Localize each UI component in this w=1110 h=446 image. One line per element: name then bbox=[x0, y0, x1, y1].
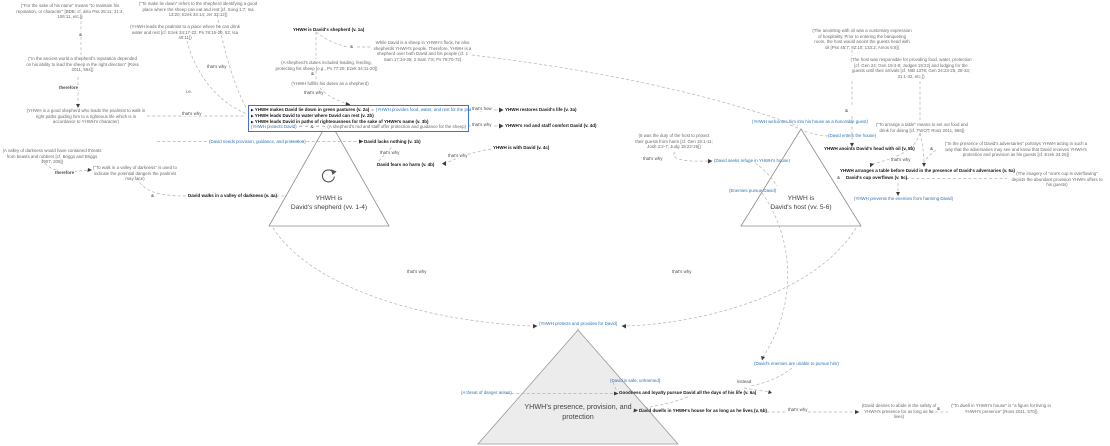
note-shepherd-duties: (A shepherd's duties included leading, f… bbox=[275, 60, 378, 71]
label-amp-2: & bbox=[150, 193, 156, 198]
statement-yhwh-shepherd-1a: YHWH is David's shepherd (v. 1a) bbox=[293, 27, 365, 32]
note-arrange-table: ("To arrange a table" means to set out f… bbox=[876, 122, 968, 133]
statement-fears-no-harm: David fears no harm (v. 4b) bbox=[377, 162, 435, 167]
label-thats-why-11: that's why bbox=[787, 407, 809, 412]
note-host-responsible: (The host was responsible for providing … bbox=[850, 57, 972, 80]
label-amp-3: & bbox=[349, 44, 355, 49]
label-amp-7: & bbox=[836, 175, 842, 180]
statement-yhwh-with-david: YHWH is with David (v. 4c) bbox=[493, 145, 550, 150]
statement-dwells-in-house: David dwells in YHWH's house for as long… bbox=[639, 408, 767, 413]
inference-prevents-enemies[interactable]: (YHWH prevents the enemies from harming … bbox=[854, 196, 954, 201]
statement-restores-life: YHWH restores David's life (v. 3a) bbox=[505, 107, 577, 112]
dash-line bbox=[298, 125, 309, 127]
statement-rod-staff-comfort: YHWH's rod and staff comfort David (v. 4… bbox=[505, 123, 597, 128]
note-valley-threats: (A valley of darkness would have contain… bbox=[2, 148, 102, 165]
theme-label-line2: protection bbox=[562, 412, 594, 422]
statement-paths-of-righteousness: YHWH leads David in paths of righteousne… bbox=[254, 118, 429, 124]
inference-enemies-pursue[interactable]: (Enemies pursue David) bbox=[729, 188, 777, 193]
note-host-duty-protect: (It was the duty of the host to protect … bbox=[635, 133, 713, 150]
note-sheep-and-shepherd: While David is a sheep in YHWH's flock, … bbox=[373, 40, 472, 63]
box-row-protects: (YHWH protects David) & (A shepherd's ro… bbox=[251, 124, 466, 130]
label-amp-4: & bbox=[310, 71, 316, 76]
note-cup-imagery: (The imagery of "one's cup is overflowin… bbox=[1011, 171, 1103, 188]
box-row-green-pastures: ▶ YHWH makes David lie down in green pas… bbox=[251, 107, 482, 113]
inference-yhwh-protects[interactable]: (YHWH protects David) bbox=[251, 124, 297, 130]
note-good-shepherd: (YHWH is a good shepherd who leads the p… bbox=[26, 108, 146, 125]
inference-seeks-refuge[interactable]: (David seeks refuge in YHWH's house) bbox=[714, 158, 790, 163]
statement-david-walks-valley: David walks in a valley of darkness (v. … bbox=[188, 193, 277, 198]
note-make-lie-down: ("To make lie down" refers to the shephe… bbox=[138, 1, 258, 18]
shepherd-label-line2: David's shepherd (vv. 1-4) bbox=[290, 204, 368, 212]
inference-threat-arises[interactable]: (A threat of danger arises) bbox=[461, 390, 512, 395]
shepherd-triangle bbox=[268, 119, 390, 227]
cycle-arrow-icon bbox=[321, 169, 337, 183]
box-row-leads-water: ▶ YHWH leads David to water where David … bbox=[251, 113, 466, 119]
arrow-marker-icon: ▶ bbox=[251, 113, 254, 118]
label-thats-how: that's how bbox=[471, 106, 493, 111]
label-amp-6: & bbox=[929, 146, 935, 151]
statement-makes-lie-down: YHWH makes David lie down in green pastu… bbox=[254, 107, 370, 112]
label-thats-why-4: that's why bbox=[471, 122, 493, 127]
theme-triangle bbox=[477, 329, 679, 445]
label-thats-why-2: that's why bbox=[181, 111, 203, 116]
label-thats-why-9: that's why bbox=[406, 269, 428, 274]
inference-enemies-unable[interactable]: (David's enemies are unable to pursue hi… bbox=[754, 361, 839, 366]
provision-statements-box: ▶ YHWH makes David lie down in green pas… bbox=[248, 105, 482, 133]
note-dwell-figure: ("To dwell in YHWH's house" is "a figure… bbox=[951, 403, 1051, 414]
statement-cup-overflows: David's cup overflows (v. 5c) bbox=[846, 175, 908, 180]
host-triangle-label: YHWH is David's host (vv. 5-6) bbox=[741, 194, 861, 212]
statement-anoints-head: YHWH anoints David's head with oil (v. 5… bbox=[824, 146, 915, 151]
label-therefore-2: therefore bbox=[54, 170, 76, 175]
label-thats-why-5: that's why bbox=[379, 150, 401, 155]
note-anointing-hospitality: (The anointing with oil was a customary … bbox=[812, 28, 912, 51]
equals-sign: = bbox=[371, 107, 374, 112]
note-fulfills-duties: (YHWH fulfills his duties as a shepherd) bbox=[291, 81, 369, 86]
note-rod-and-staff: (A shepherd's rod and staff offer protec… bbox=[327, 124, 466, 130]
dash-line bbox=[315, 125, 326, 127]
label-thats-why-6: that's why bbox=[447, 153, 469, 158]
label-instead: instead bbox=[736, 379, 753, 384]
statement-lacks-nothing: David lacks nothing (v. 1b) bbox=[364, 139, 421, 144]
note-shepherd-reputation: ("In the ancient world a shepherd's repu… bbox=[26, 56, 139, 73]
shepherd-label-line1: YHWH is bbox=[315, 195, 343, 202]
box-row-paths-righteousness: ▶ YHWH leads David in paths of righteous… bbox=[251, 119, 466, 125]
note-presence-of-adversaries: ("In the presence of David's adversaries… bbox=[944, 141, 1088, 158]
note-desires-abide: (David desires to abide in the safety of… bbox=[861, 403, 937, 420]
label-amp-5: & bbox=[844, 108, 850, 113]
label-thats-why-3: that's why bbox=[303, 90, 325, 95]
label-thats-why-8: that's why bbox=[642, 156, 664, 161]
note-name-meaning: ("For the sake of his name" means "to ma… bbox=[16, 3, 124, 20]
theme-label-line1: YHWH's presence, provision, and bbox=[524, 402, 632, 411]
label-ie: i.e. bbox=[185, 89, 193, 94]
label-amp-8: & bbox=[936, 406, 942, 411]
label-amp-box: & bbox=[310, 124, 314, 130]
arrow-marker-icon: ▶ bbox=[251, 119, 254, 124]
inference-provides-food-water-rest[interactable]: (YHWH provides food, water, and rest for… bbox=[375, 107, 483, 112]
label-thats-why-1: that's why bbox=[206, 64, 228, 69]
inference-david-safe[interactable]: (David is safe, unharmed) bbox=[610, 378, 661, 383]
shepherd-triangle-label: YHWH is David's shepherd (vv. 1-4) bbox=[269, 194, 389, 212]
arrow-marker-icon: ▶ bbox=[251, 108, 254, 112]
inference-welcomes-guest[interactable]: (YHWH welcomes him into his house as a h… bbox=[752, 119, 868, 124]
host-label-line1: YHWH is bbox=[787, 195, 815, 202]
label-therefore-1: therefore bbox=[58, 85, 80, 90]
note-valley-indicates: ("To walk in a valley of darkness" is us… bbox=[93, 165, 177, 182]
host-label-line2: David's host (vv. 5-6) bbox=[770, 204, 832, 212]
inference-david-enters-house[interactable]: (David enters the house) bbox=[828, 133, 877, 138]
statement-arranges-table: YHWH arranges a table before David in th… bbox=[840, 168, 1016, 173]
statement-goodness-loyalty: Goodness and loyalty pursue David all th… bbox=[619, 390, 757, 395]
inference-protects-provides[interactable]: (YHWH protects and provides for David) bbox=[539, 321, 618, 326]
arrowheads bbox=[76, 102, 926, 414]
label-thats-why-10: that's why bbox=[671, 269, 693, 274]
note-leads-place: (YHWH leads the psalmist to a place wher… bbox=[130, 24, 240, 41]
label-thats-why-7: that's why bbox=[890, 157, 912, 162]
connector-curves bbox=[41, 14, 1007, 413]
statement-leads-to-water: YHWH leads David to water where David ca… bbox=[254, 112, 374, 118]
theme-triangle-label: YHWH's presence, provision, and protecti… bbox=[478, 402, 678, 422]
label-amp-1: & bbox=[78, 32, 84, 37]
inference-needs-provision[interactable]: (David needs provision, guidance, and pr… bbox=[209, 139, 306, 144]
